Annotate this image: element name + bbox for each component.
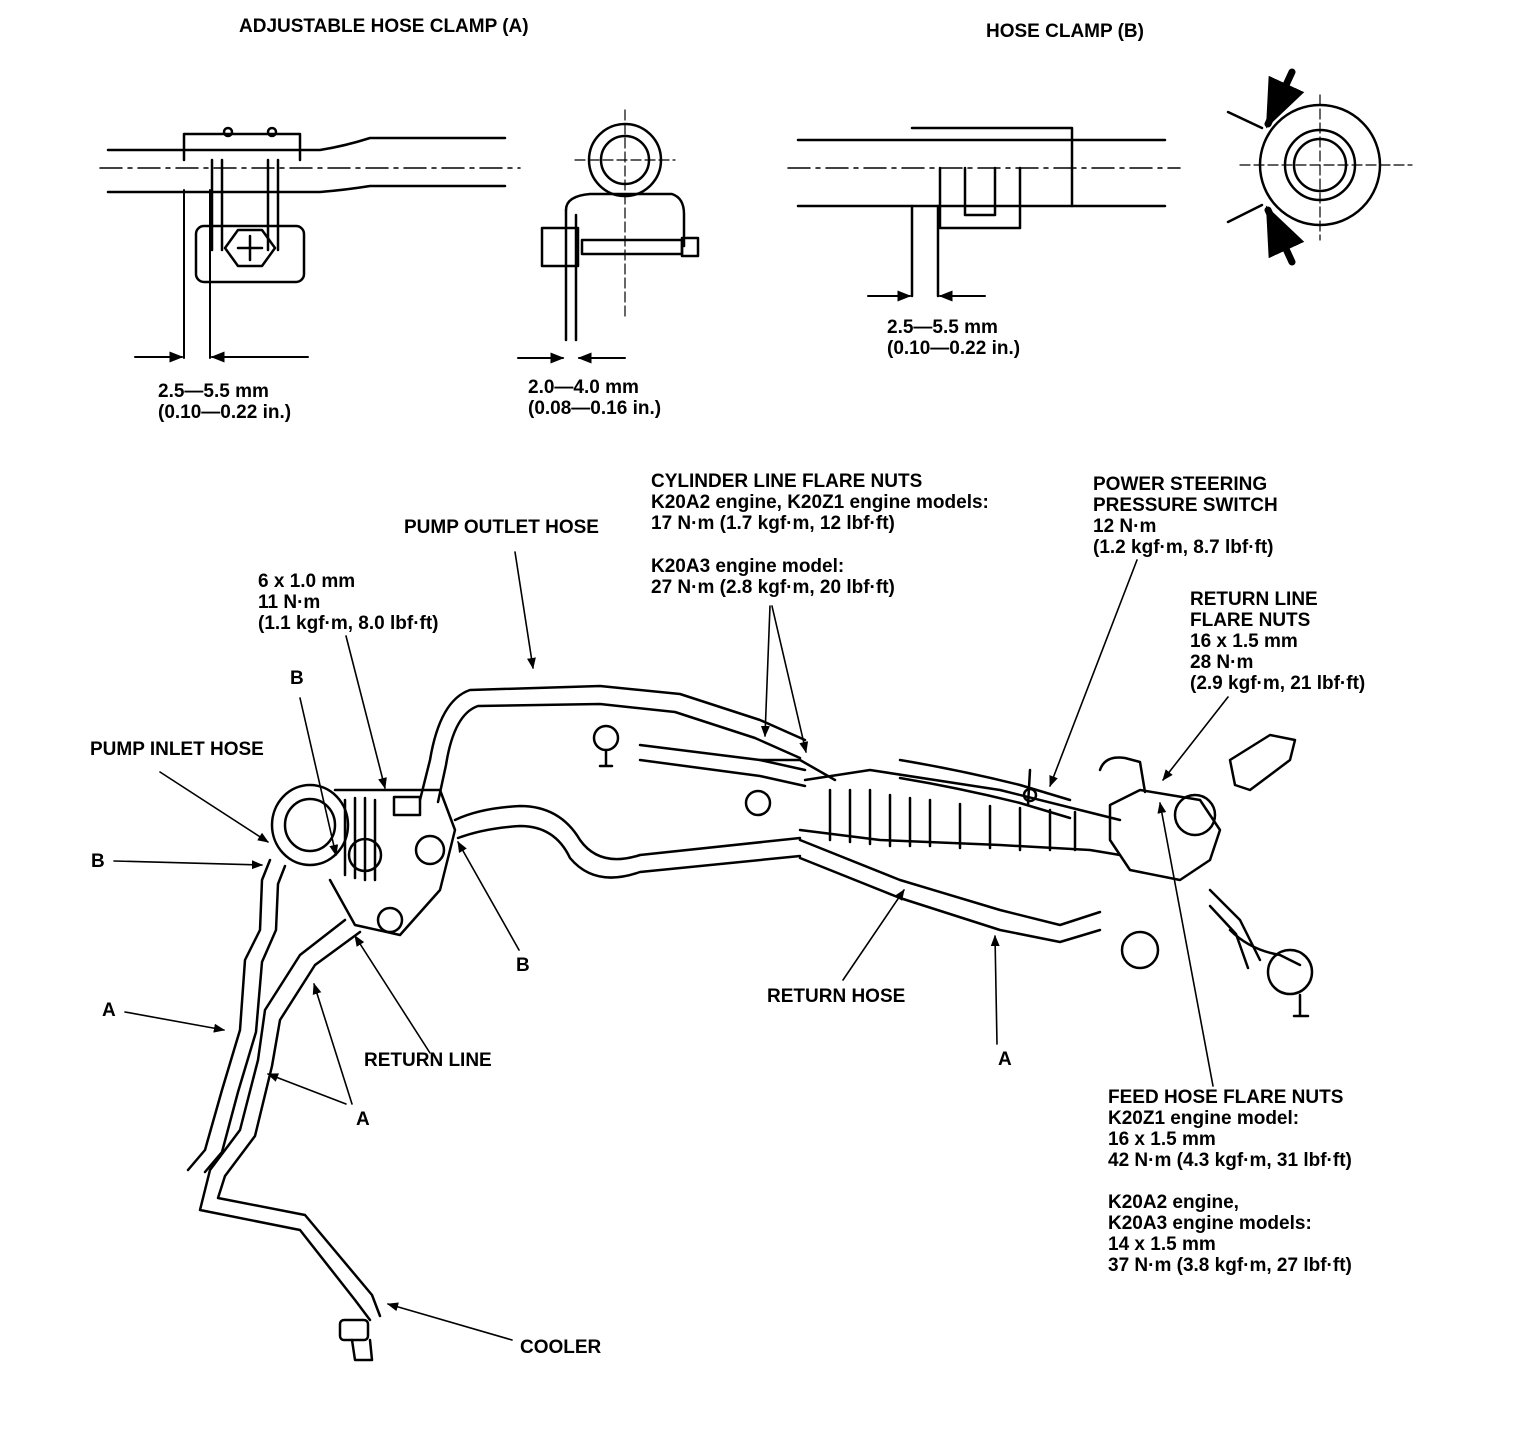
hose-routing <box>186 684 1102 1362</box>
cylinder-line-models: K20A2 engine, K20Z1 engine models: <box>651 492 989 513</box>
feed-hose-title: FEED HOSE FLARE NUTS <box>1108 1087 1344 1108</box>
cylinder-line-flare-nuts: CYLINDER LINE FLARE NUTS K20A2 engine, K… <box>651 471 989 534</box>
feed-hose-flare-nuts: FEED HOSE FLARE NUTS K20Z1 engine model:… <box>1108 1087 1352 1171</box>
clamp-a-marker-left: A <box>102 1000 116 1021</box>
clamp-b-end-view <box>1226 68 1413 266</box>
cylinder-line-k20a3-torque: 27 N·m (2.8 kgf·m, 20 lbf·ft) <box>651 577 895 598</box>
clamp-a-band-dimension: 2.0—4.0 mm (0.08—0.16 in.) <box>528 377 661 419</box>
return-line-label: RETURN LINE <box>364 1050 492 1071</box>
steering-rack <box>592 724 1314 1018</box>
clamp-a-side-view <box>99 126 521 363</box>
return-hose-label: RETURN HOSE <box>767 986 906 1007</box>
power-steering-pressure-switch: POWER STEERING PRESSURE SWITCH 12 N·m (1… <box>1093 474 1278 558</box>
clamp-a-band-mm: 2.0—4.0 mm <box>528 377 639 398</box>
feed-hose-k20z1-torque: 42 N·m (4.3 kgf·m, 31 lbf·ft) <box>1108 1150 1352 1171</box>
pump-outlet-hose-label: PUMP OUTLET HOSE <box>404 517 599 538</box>
clamp-b-gap-dimension: 2.5—5.5 mm (0.10—0.22 in.) <box>887 317 1020 359</box>
feed-hose-k20a-models: K20A2 engine, K20A3 engine models: 14 x … <box>1108 1192 1352 1276</box>
return-line-flare-nuts: RETURN LINE FLARE NUTS 16 x 1.5 mm 28 N·… <box>1190 589 1365 694</box>
ps-switch-kgf: (1.2 kgf·m, 8.7 lbf·ft) <box>1093 537 1274 558</box>
cooler-label: COOLER <box>520 1337 602 1358</box>
clamp-b-marker-mid: B <box>516 955 530 976</box>
clamp-a-band-in: (0.08—0.16 in.) <box>528 398 662 419</box>
power-steering-pump <box>270 783 457 937</box>
cylinder-line-k20a3: K20A3 engine model: 27 N·m (2.8 kgf·m, 2… <box>651 556 895 598</box>
callout-leaders <box>113 551 1229 1341</box>
return-line-flare-size: 16 x 1.5 mm <box>1190 631 1298 652</box>
clamp-b-marker-top: B <box>290 668 304 689</box>
ps-switch-line2: PRESSURE SWITCH <box>1093 495 1278 516</box>
clamp-b-marker-left: B <box>91 851 105 872</box>
clamp-a-gap-mm: 2.5—5.5 mm <box>158 381 269 402</box>
pump-bolt-kgf: (1.1 kgf·m, 8.0 lbf·ft) <box>258 613 439 634</box>
clamp-a-title: ADJUSTABLE HOSE CLAMP (A) <box>239 16 529 37</box>
feed-hose-k20z1-size: 16 x 1.5 mm <box>1108 1129 1216 1150</box>
cylinder-line-torque: 17 N·m (1.7 kgf·m, 12 lbf·ft) <box>651 513 895 534</box>
cylinder-line-title: CYLINDER LINE FLARE NUTS <box>651 471 923 492</box>
cylinder-line-k20a3-model: K20A3 engine model: <box>651 556 845 577</box>
feed-hose-k20a-line2: K20A3 engine models: <box>1108 1213 1312 1234</box>
clamp-a-marker-lower: A <box>356 1109 370 1130</box>
return-line-flare-line1: RETURN LINE <box>1190 589 1318 610</box>
ps-switch-line1: POWER STEERING <box>1093 474 1268 495</box>
pump-bolt-size: 6 x 1.0 mm <box>258 571 356 592</box>
clamp-b-title: HOSE CLAMP (B) <box>986 21 1144 42</box>
return-line-flare-line2: FLARE NUTS <box>1190 610 1311 631</box>
clamp-a-gap-dimension: 2.5—5.5 mm (0.10—0.22 in.) <box>158 381 291 423</box>
return-line-flare-nm: 28 N·m <box>1190 652 1254 673</box>
pump-bolt-torque: 6 x 1.0 mm 11 N·m (1.1 kgf·m, 8.0 lbf·ft… <box>258 571 439 634</box>
clamp-a-gap-in: (0.10—0.22 in.) <box>158 402 292 423</box>
return-line-flare-kgf: (2.9 kgf·m, 21 lbf·ft) <box>1190 673 1366 694</box>
feed-hose-k20a-size: 14 x 1.5 mm <box>1108 1234 1216 1255</box>
clamp-b-gap-in: (0.10—0.22 in.) <box>887 338 1021 359</box>
clamp-a-marker-right: A <box>998 1049 1012 1070</box>
feed-hose-k20a-torque: 37 N·m (3.8 kgf·m, 27 lbf·ft) <box>1108 1255 1352 1276</box>
clamp-b-side-view <box>787 126 1181 302</box>
clamp-b-gap-mm: 2.5—5.5 mm <box>887 317 998 338</box>
ps-switch-nm: 12 N·m <box>1093 516 1157 537</box>
feed-hose-k20z1: K20Z1 engine model: <box>1108 1108 1300 1129</box>
feed-hose-k20a-line1: K20A2 engine, <box>1108 1192 1239 1213</box>
clamp-a-end-view <box>517 109 700 364</box>
pump-inlet-hose-label: PUMP INLET HOSE <box>90 739 264 760</box>
pump-bolt-nm: 11 N·m <box>258 592 321 613</box>
